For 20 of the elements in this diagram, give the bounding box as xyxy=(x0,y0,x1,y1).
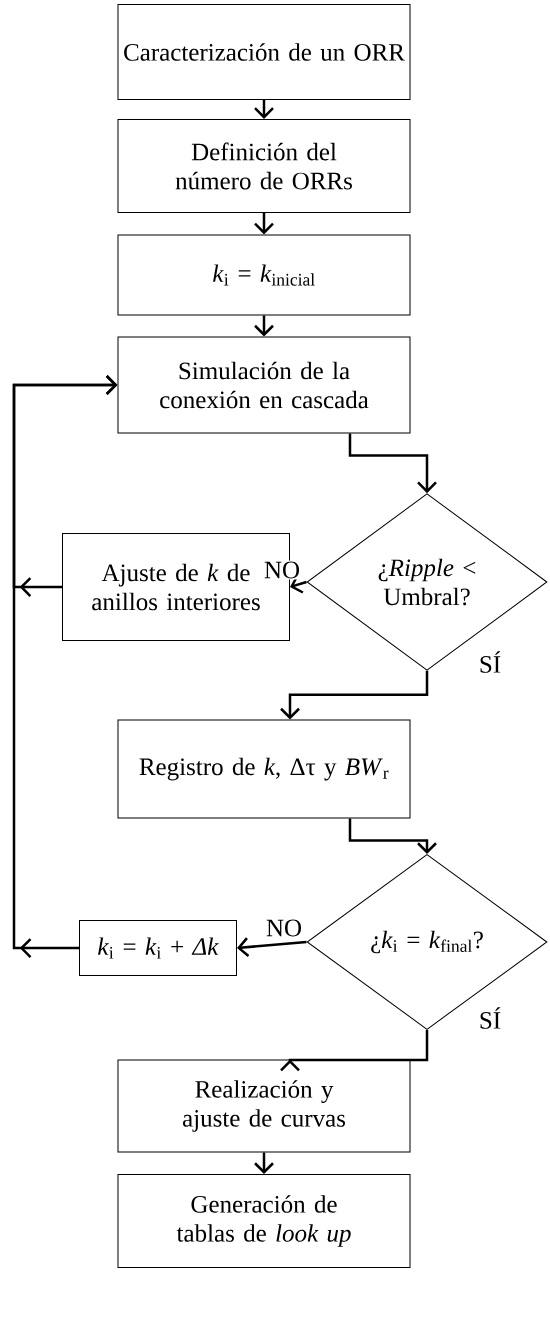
process-box: Definición del número de ORRs xyxy=(117,119,411,213)
process-box: Registro de k, Δτ y BW$_{r}$ xyxy=(117,719,411,819)
process-box: Realización y ajuste de curvas xyxy=(117,1059,411,1153)
edge-label: NO xyxy=(264,918,304,938)
arrow xyxy=(280,670,429,720)
process-box: k$_{i}$ = k$_{inicial}$ xyxy=(117,234,411,316)
edge-label: SÍ xyxy=(477,650,503,674)
process-box: Generación de tablas de look up xyxy=(117,1174,411,1268)
arrow xyxy=(280,1030,429,1072)
process-box: k$_{i}$ = k$_{i}$ + Δk xyxy=(79,920,237,976)
arrow xyxy=(254,1152,274,1174)
arrow xyxy=(254,213,274,235)
edge-label: SÍ xyxy=(477,1006,503,1030)
arrow xyxy=(348,433,437,494)
arrow xyxy=(12,375,118,958)
arrow xyxy=(348,818,437,854)
process-box: Simulación de la conexión en cascada xyxy=(117,336,411,434)
edge-label: NO xyxy=(262,560,302,580)
arrow xyxy=(237,937,307,957)
process-box: Caracterización de un ORR xyxy=(117,4,411,100)
